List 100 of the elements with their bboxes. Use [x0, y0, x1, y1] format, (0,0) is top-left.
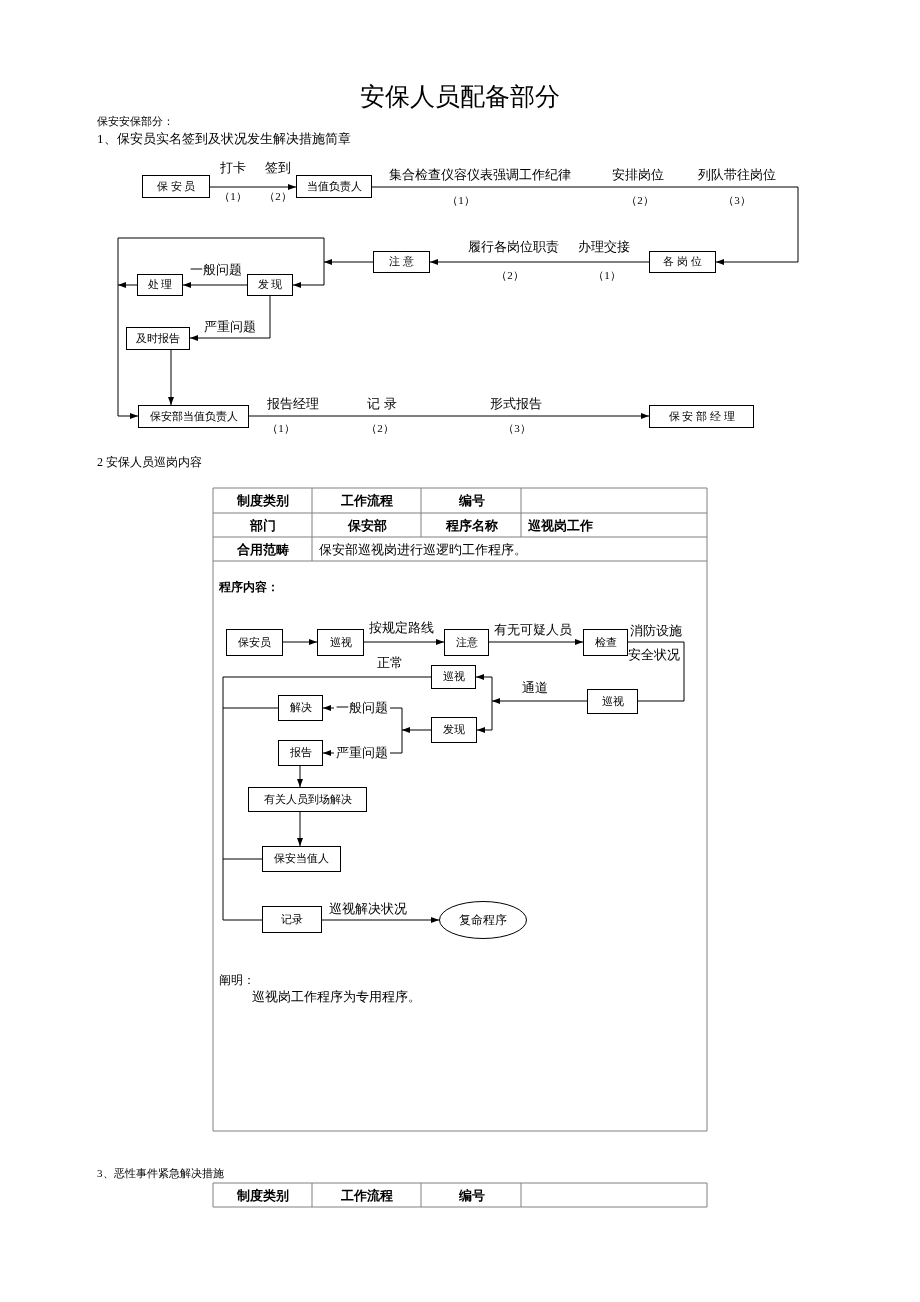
arrow — [371, 186, 799, 265]
process-box: 注 意 — [373, 251, 430, 273]
table-cell-text: 保安部 — [346, 516, 388, 535]
process-box: 解决 — [278, 695, 323, 721]
arrow — [321, 917, 440, 923]
step-label: 安排岗位 — [612, 167, 664, 183]
edge-label: 严重问题 — [202, 319, 258, 335]
field-label: 程序内容： — [219, 580, 279, 595]
page-title: 安保人员配备部分 — [360, 82, 560, 112]
table-cell-text: 巡视岗工作 — [527, 516, 594, 535]
process-box: 当值负责人 — [296, 175, 372, 198]
table-cell-text: 合用范畴 — [236, 540, 290, 559]
arrow — [401, 727, 432, 733]
arrow — [168, 349, 174, 406]
step-label: 打卡 — [220, 160, 246, 176]
process-box: 保安部当值负责人 — [138, 405, 249, 428]
step-number: （2） — [264, 190, 292, 204]
step-number: （1） — [219, 190, 247, 204]
connector-line — [222, 707, 279, 709]
arrow — [323, 259, 374, 265]
arrow — [297, 765, 303, 788]
step-label: 履行各岗位职责 — [467, 239, 559, 255]
step-number: （3） — [503, 422, 531, 436]
edge-label: 按规定路线 — [366, 620, 436, 636]
edge-label: 通道 — [520, 680, 550, 696]
step-number: （1） — [267, 422, 295, 436]
arrow — [476, 700, 493, 733]
step-label: 报告经理 — [267, 396, 319, 412]
step-label: 安全状况 — [628, 647, 680, 663]
terminal-ellipse: 复命程序 — [439, 901, 527, 939]
table-cell-text: 部门 — [249, 516, 277, 535]
arrow — [475, 674, 493, 702]
connector-line — [627, 641, 685, 702]
process-box: 检查 — [583, 629, 628, 656]
process-box: 巡视 — [587, 689, 638, 714]
connector-line — [222, 858, 263, 921]
step-number: （2） — [626, 194, 654, 208]
edge-label: 一般问题 — [188, 262, 244, 278]
step-label: 记 录 — [367, 396, 397, 412]
process-box: 发现 — [431, 717, 477, 743]
arrow — [491, 698, 588, 704]
arrow — [429, 259, 650, 265]
step-number: （2） — [366, 422, 394, 436]
arrow — [182, 282, 248, 288]
process-box: 发 现 — [247, 274, 293, 296]
process-box: 及时报告 — [126, 327, 190, 350]
edge-label: 巡视解决状况 — [327, 901, 409, 917]
field-label: 阐明： — [219, 973, 255, 988]
process-box: 有关人员到场解决 — [248, 787, 367, 812]
table-cell-text: 制度类别 — [236, 1186, 290, 1205]
process-box: 注意 — [444, 629, 489, 656]
table-cell-text: 工作流程 — [340, 492, 394, 510]
process-box: 各 岗 位 — [649, 251, 716, 273]
step-label: 形式报告 — [490, 396, 542, 412]
edge-label: 严重问题 — [334, 745, 390, 761]
table-cell-text: 保安部巡视岗进行巡逻旳工作程序。 — [318, 540, 528, 559]
step-label: 消防设施 — [630, 623, 682, 639]
edge-label: 正常 — [375, 655, 405, 671]
process-box: 处 理 — [137, 274, 183, 296]
arrow — [117, 282, 138, 288]
process-box: 巡视 — [431, 665, 476, 689]
edge-label: 一般问题 — [334, 700, 390, 716]
section-heading: 2 安保人员巡岗内容 — [97, 455, 202, 470]
section-heading: 保安安保部分： — [97, 115, 174, 129]
connector-line — [222, 858, 263, 860]
connector-line — [222, 707, 224, 860]
table-cell-text: 编号 — [457, 1186, 486, 1205]
connector-line — [222, 676, 432, 709]
section-heading: 1、保安员实名签到及状况发生解决措施简章 — [97, 131, 351, 147]
table-cell-text: 工作流程 — [340, 1186, 394, 1205]
arrow — [488, 639, 584, 645]
table-cell-text: 编号 — [457, 492, 486, 510]
arrow — [282, 639, 318, 645]
step-number: （1） — [593, 269, 621, 283]
arrow — [297, 811, 303, 847]
step-label: 列队带往岗位 — [698, 167, 776, 183]
step-label: 签到 — [265, 160, 291, 176]
edge-label: 有无可疑人员 — [492, 622, 574, 638]
section-heading: 3、恶性事件紧急解决措施 — [97, 1167, 224, 1181]
connector-line — [117, 237, 325, 286]
process-box: 保 安 员 — [142, 175, 210, 198]
step-number: （3） — [723, 194, 751, 208]
table-cell-text: 程序名称 — [444, 516, 499, 535]
arrow — [209, 184, 297, 190]
arrow — [248, 413, 650, 419]
arrow — [292, 261, 325, 288]
step-number: （1） — [447, 194, 475, 208]
process-box: 保安员 — [226, 629, 283, 656]
arrow — [363, 639, 445, 645]
arrow — [117, 284, 139, 419]
note-text: 巡视岗工作程序为专用程序。 — [252, 989, 421, 1005]
process-box: 记录 — [262, 906, 322, 933]
process-box: 保 安 部 经 理 — [649, 405, 754, 428]
process-box: 报告 — [278, 740, 323, 766]
step-label: 办理交接 — [578, 239, 630, 255]
step-number: （2） — [496, 269, 524, 283]
process-box: 保安当值人 — [262, 846, 341, 872]
process-box: 巡视 — [317, 629, 364, 656]
arrow — [189, 295, 271, 341]
step-label: 集合检查仪容仪表强调工作纪律 — [389, 167, 571, 183]
